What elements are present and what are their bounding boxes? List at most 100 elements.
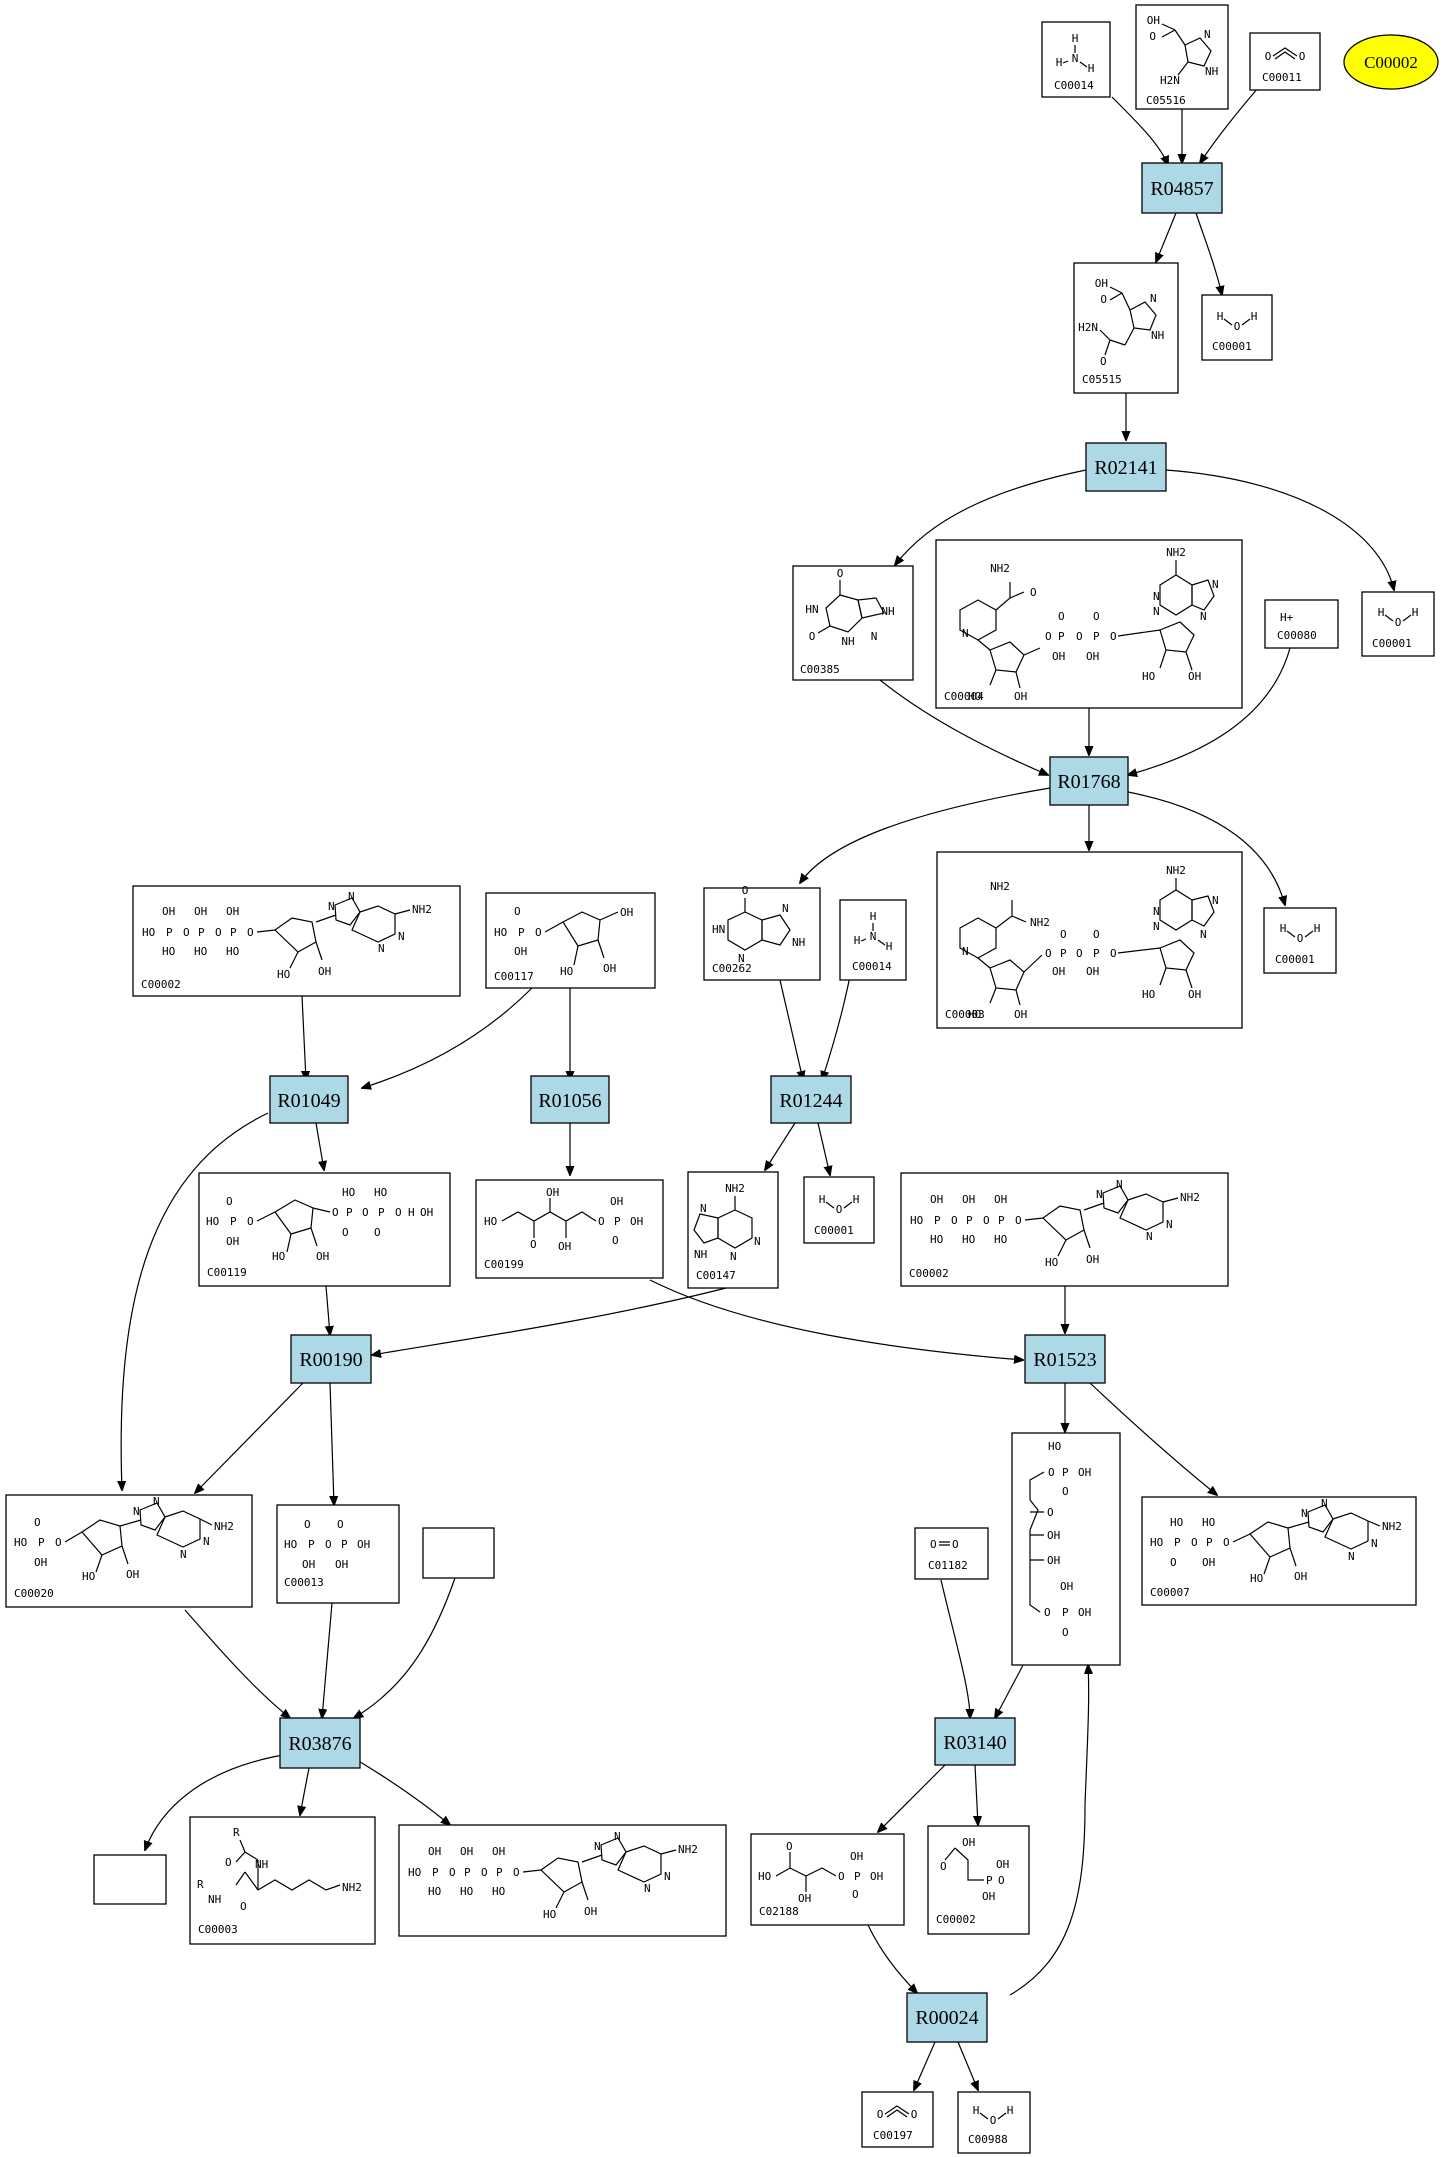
atom-label: O: [1015, 1214, 1022, 1227]
compound-node[interactable]: HO O P OH O O OH OH OH O P OH O: [1011, 1432, 1121, 1666]
reaction-label: R00024: [915, 2007, 978, 2029]
atom-label: O: [240, 1900, 247, 1913]
atom-label: P: [1060, 947, 1067, 960]
compound-node[interactable]: HO P O O OH HO OH NH2 N N N N C00020: [5, 1494, 253, 1608]
compound-node[interactable]: H N H H C00014: [1041, 21, 1111, 98]
edge: [765, 1122, 796, 1170]
atom-label: OH: [428, 1845, 441, 1858]
proton-label: H+: [1280, 611, 1294, 624]
reaction-node-R00024[interactable]: R00024: [906, 1992, 988, 2043]
atom-label: OH: [302, 1558, 315, 1571]
atom-label: HO: [560, 965, 573, 978]
atom-label: HO: [342, 1186, 355, 1199]
atom-label: HO: [543, 1908, 556, 1921]
compound-node[interactable]: NH2 O N HO OH O P O P O OH OH O O HO OH …: [935, 539, 1243, 709]
atom-label: OH: [1188, 670, 1201, 683]
atom-label: O: [877, 2108, 884, 2121]
compound-node[interactable]: HO O OH O P OH OH O C02188: [750, 1833, 905, 1926]
compound-node[interactable]: O HN O NH NH N C00385: [792, 565, 914, 681]
reaction-node-R03876[interactable]: R03876: [279, 1717, 361, 1769]
compound-node[interactable]: HO P O P O HO HO O OH HO OH NH2 N N N N …: [1141, 1496, 1417, 1606]
reaction-node-R01056[interactable]: R01056: [530, 1075, 610, 1124]
atom-label: N: [153, 1495, 160, 1508]
atom-label: P: [432, 1866, 439, 1879]
compound-node[interactable]: O O C01182: [914, 1527, 989, 1580]
edge: [362, 987, 533, 1088]
atom-label: OH: [1095, 277, 1108, 290]
compound-node[interactable]: HO O OH OH O P OH OH O C00199: [475, 1179, 664, 1279]
reaction-node-R01523[interactable]: R01523: [1024, 1334, 1106, 1384]
compound-id: C00117: [494, 970, 534, 983]
reaction-node-R03140[interactable]: R03140: [934, 1717, 1016, 1766]
edge: [372, 1287, 727, 1355]
atom-label: O: [836, 1203, 843, 1216]
compound-node[interactable]: HO P O P O P O OH OH OH HO HO HO HO OH N…: [900, 1172, 1229, 1287]
structure-water: H O H: [1378, 606, 1419, 629]
compound-node-blank[interactable]: [422, 1527, 495, 1579]
atom-label: O: [55, 1536, 62, 1549]
atom-label: NH2: [1166, 546, 1186, 559]
compound-node[interactable]: HO P O O OH HO OH O P O P O H HO HO O O …: [198, 1172, 451, 1287]
edge: [895, 469, 1087, 565]
atom-label: P: [166, 926, 173, 939]
atom-label: O: [1170, 1556, 1177, 1569]
compound-node[interactable]: H O H C00001: [1201, 294, 1273, 361]
atom-label: P: [998, 1214, 1005, 1227]
atom-label: OH: [620, 906, 633, 919]
compound-node[interactable]: O O C00197: [861, 2091, 934, 2148]
atom-label: P: [1206, 1536, 1213, 1549]
compound-node[interactable]: R O NH R NH O NH2 C00003: [189, 1816, 376, 1945]
edge: [957, 2041, 978, 2090]
compound-node[interactable]: HO P O P O P O OH OH OH HO HO HO HO OH N…: [132, 885, 461, 997]
compound-node[interactable]: H O H C00001: [803, 1176, 875, 1244]
atom-label: O: [951, 1214, 958, 1227]
reaction-node-R02141[interactable]: R02141: [1085, 442, 1167, 492]
structure-xanthine: O HN O NH NH N: [805, 567, 894, 648]
compound-node[interactable]: OH O N NH H2N C05516: [1135, 4, 1229, 110]
atom-label: H: [1412, 606, 1419, 619]
compound-node[interactable]: HO P O O OH HO OH OH C00117: [485, 892, 656, 989]
reaction-node-R01768[interactable]: R01768: [1049, 756, 1129, 806]
atom-label: OH: [318, 965, 331, 978]
edge: [1111, 96, 1168, 165]
atom-label: O: [449, 1866, 456, 1879]
atom-label: OH: [930, 1193, 943, 1206]
atom-label: OH: [1086, 1253, 1099, 1266]
compound-node[interactable]: H O H C00988: [957, 2091, 1031, 2154]
atom-label: O: [183, 926, 190, 939]
compound-node[interactable]: HO P O P OH O O OH OH C00013: [276, 1504, 400, 1604]
atom-label: N: [1166, 1218, 1173, 1231]
atom-label: N: [782, 902, 789, 915]
compound-node[interactable]: O HN N NH N C00262: [703, 884, 821, 981]
atom-label: NH2: [1166, 864, 1186, 877]
atom-label: HO: [14, 1536, 27, 1549]
compound-node[interactable]: NH2 NH2 N HO OH O P O P O OH OH O O HO O…: [936, 851, 1243, 1029]
atom-label: OH: [226, 905, 239, 918]
reaction-node-R01049[interactable]: R01049: [269, 1075, 349, 1124]
atom-label: N: [203, 1535, 210, 1548]
atom-label: O: [940, 1860, 947, 1873]
atom-label: O: [809, 630, 816, 643]
compound-node[interactable]: H O H C00001: [1361, 591, 1435, 657]
selected-compound-node[interactable]: C00002: [1343, 34, 1439, 90]
reaction-node-R00190[interactable]: R00190: [290, 1334, 372, 1384]
atom-label: P: [341, 1538, 348, 1551]
compound-node[interactable]: H O H C00001: [1263, 907, 1337, 974]
compound-node[interactable]: NH2 N NH N N C00147: [687, 1171, 779, 1289]
atom-label: O: [332, 1206, 339, 1219]
compound-node[interactable]: HO P O P O P O OH OH OH HO HO HO HO OH N…: [398, 1824, 727, 1937]
atom-label: H2N: [1078, 321, 1098, 334]
atom-label: O: [786, 1840, 793, 1853]
reaction-node-R01244[interactable]: R01244: [770, 1075, 852, 1124]
compound-node[interactable]: OH O N NH H2N O C05515: [1073, 262, 1179, 394]
atom-label: OH: [1014, 1008, 1027, 1021]
compound-node[interactable]: O O C00011: [1249, 32, 1321, 91]
compound-node-blank[interactable]: [93, 1854, 167, 1905]
compound-node[interactable]: O OH P OH O OH C00002: [927, 1825, 1030, 1935]
structure-atp: HO P O P O P O OH OH OH HO HO HO HO OH N…: [142, 890, 432, 981]
compound-node[interactable]: H N H H C00014: [839, 899, 907, 981]
atom-label: HO: [962, 1233, 975, 1246]
atom-label: P: [1058, 630, 1065, 643]
compound-node[interactable]: H+ C00080: [1264, 599, 1339, 649]
reaction-node-R04857[interactable]: R04857: [1141, 162, 1223, 214]
